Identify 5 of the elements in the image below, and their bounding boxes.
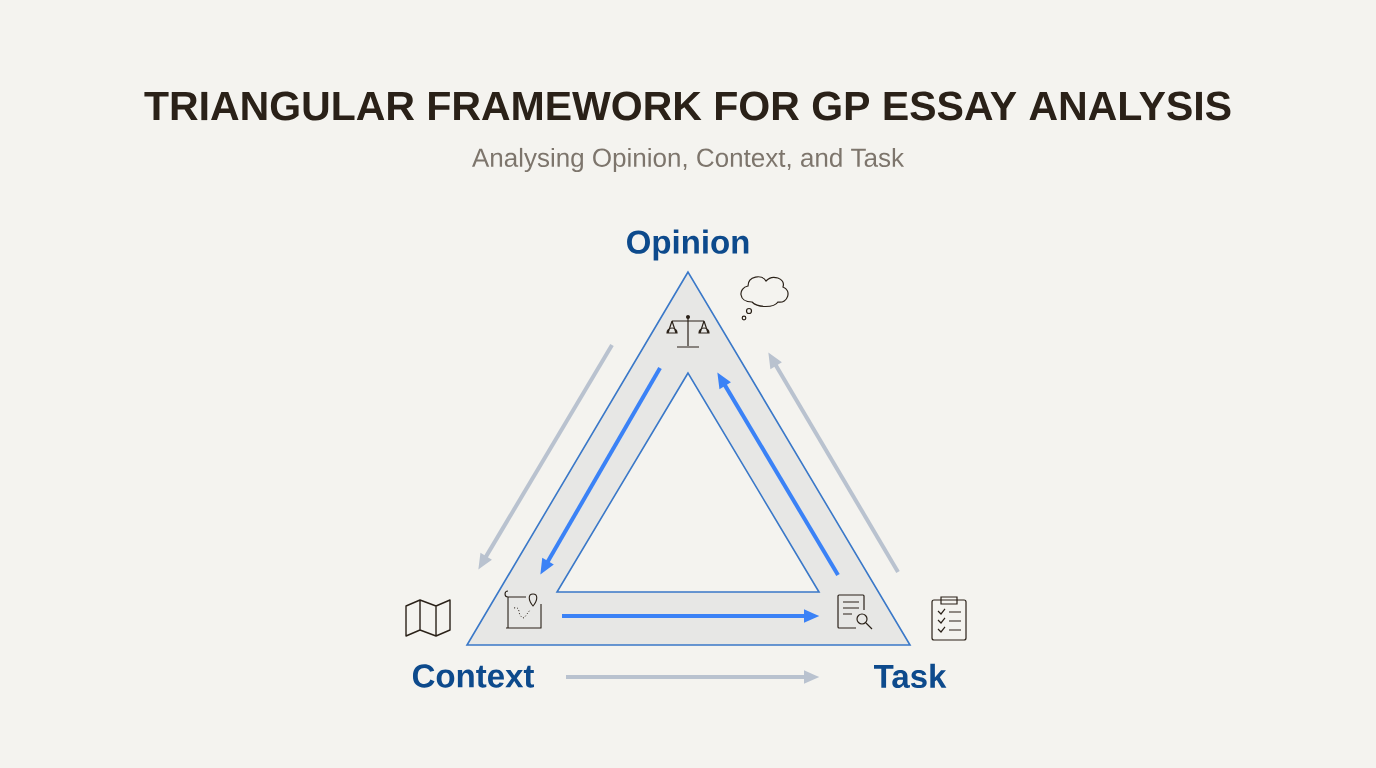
subtitle: Analysing Opinion, Context, and Task (472, 147, 905, 173)
vertex-label: Task (874, 663, 947, 689)
title: TRIANGULAR FRAMEWORK FOR GP ESSAY ANALYSIS (144, 91, 1231, 121)
vertex-label: Context (412, 664, 534, 688)
vertex-label: Opinion (627, 229, 749, 261)
